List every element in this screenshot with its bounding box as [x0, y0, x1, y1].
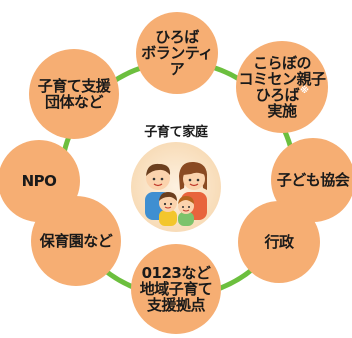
node-label: 行政: [264, 232, 294, 251]
family-illustration: [131, 142, 221, 232]
node-label: NPO: [21, 171, 57, 190]
node-label: ひろば ボランティア: [141, 27, 213, 79]
node-gyosei: 行政: [238, 201, 320, 283]
node-hiroba-volunteer: ひろば ボランティア: [136, 12, 218, 94]
node-npo: NPO: [0, 140, 80, 222]
node-label: 保育園など: [39, 231, 113, 250]
node-label: 子育て支援 団体など: [37, 76, 111, 111]
node-0123: 0123など 地域子育て 支援拠点: [131, 244, 221, 334]
node-koraboro: こらぼの コミセン親子 ひろば※実施: [236, 41, 328, 133]
note-mark: ※: [300, 86, 309, 96]
node-label-main: こらぼの コミセン親子 ひろば: [238, 53, 326, 104]
node-label-tail: 実施: [267, 102, 297, 121]
node-label: 子ども協会: [276, 170, 350, 189]
child-figure: [159, 192, 177, 226]
node-label: こらぼの コミセン親子 ひろば※実施: [238, 53, 326, 121]
center-title: 子育て家庭: [144, 125, 208, 140]
node-label: 0123など 地域子育て 支援拠点: [139, 263, 213, 315]
child-figure: [178, 196, 194, 226]
node-kosodate-shien: 子育て支援 団体など: [29, 49, 119, 139]
